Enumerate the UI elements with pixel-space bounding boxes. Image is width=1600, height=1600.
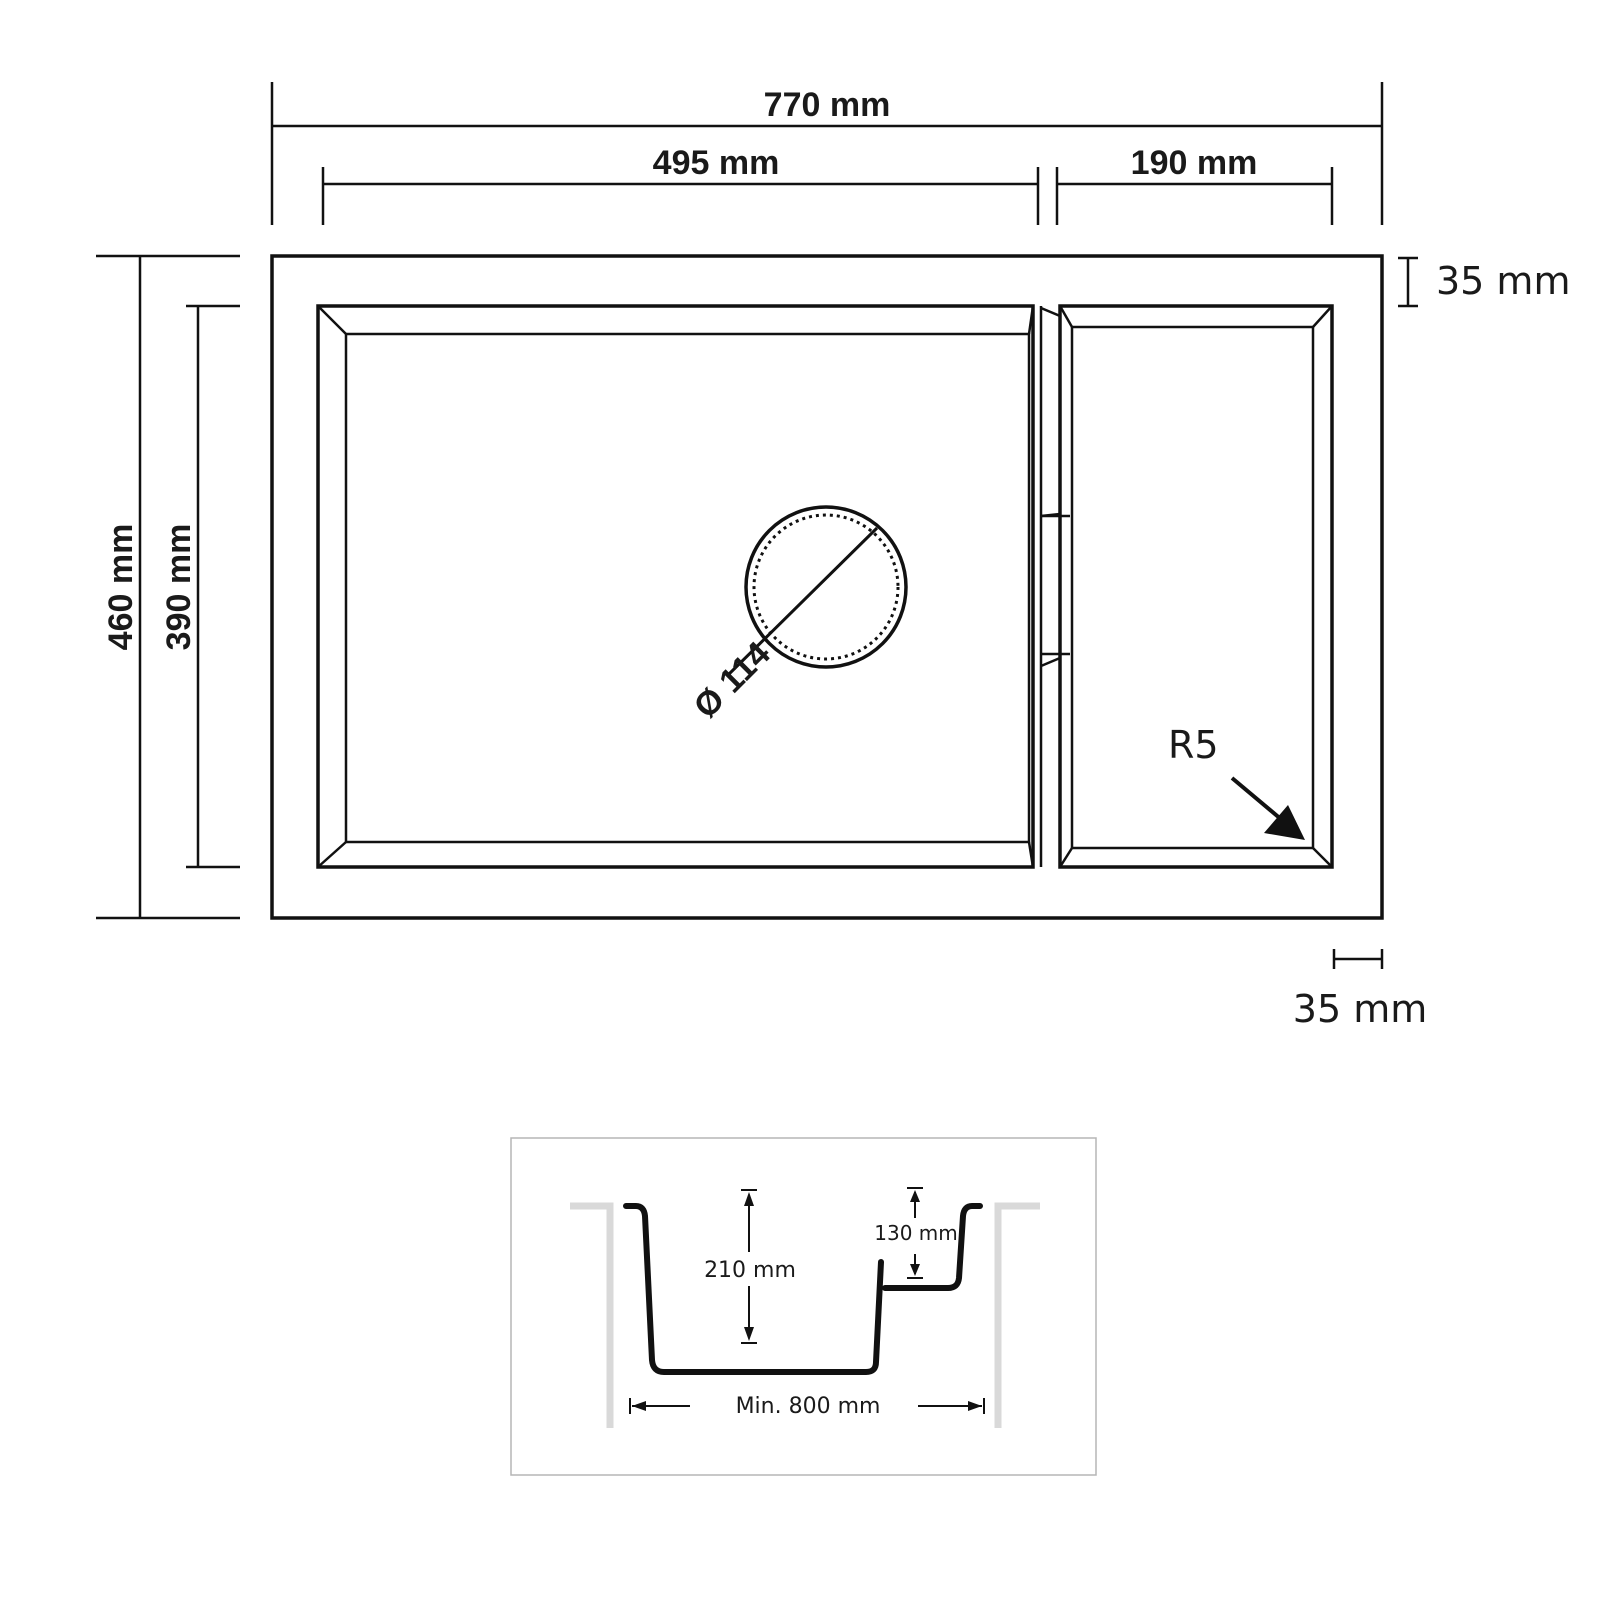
dimension-main-bowl-width: 495 mm: [321, 144, 1040, 225]
dimension-overall-depth: 460 mm: [96, 254, 240, 920]
corner-radius-annotation: R5: [1168, 723, 1305, 840]
drain: Ø 114: [687, 505, 908, 726]
dimension-rim-top: 35 mm: [1398, 256, 1570, 308]
sink-profile: [623, 1203, 884, 1375]
small-bowl-width-label: 190 mm: [1131, 144, 1258, 182]
dimension-main-depth: 210 mm: [704, 1189, 796, 1344]
drain-inner-circle: [752, 513, 900, 661]
rim-side-label: 35 mm: [1293, 987, 1427, 1031]
cross-section-panel: 210 mm 130 mm Min. 800 mm: [510, 1137, 1097, 1476]
small-depth-label: 130 mm: [874, 1221, 958, 1245]
cabinet-walls: [570, 1202, 1040, 1428]
dimension-cabinet-width: Min. 800 mm: [629, 1394, 985, 1419]
main-bowl-width-label: 495 mm: [653, 144, 780, 182]
cabinet-width-label: Min. 800 mm: [736, 1394, 881, 1419]
rim-top-label: 35 mm: [1436, 259, 1570, 303]
main-depth-label: 210 mm: [704, 1258, 796, 1283]
dimension-small-depth: 130 mm: [874, 1187, 958, 1279]
arrow-icon: [1264, 805, 1305, 840]
drain-diameter-label: Ø 114: [687, 635, 778, 726]
dimension-overall-width: 770 mm: [270, 82, 1384, 225]
bowl-depth-label: 390 mm: [160, 524, 198, 651]
overall-depth-label: 460 mm: [102, 524, 140, 651]
sink-outer-rim: [270, 254, 1384, 920]
dimension-bowl-depth: 390 mm: [160, 304, 240, 869]
bowl-divider: [1039, 306, 1070, 867]
main-bowl: [316, 304, 1035, 869]
small-bowl-profile: [882, 1203, 983, 1291]
drain-outer-circle: [744, 505, 908, 669]
sink-top-view: Ø 114 R5: [270, 254, 1384, 920]
dimension-rim-side: 35 mm: [1293, 949, 1427, 1031]
corner-radius-label: R5: [1168, 723, 1219, 767]
dimension-small-bowl-width: 190 mm: [1055, 144, 1334, 225]
cross-section-frame: [510, 1137, 1097, 1476]
overall-width-label: 770 mm: [764, 86, 891, 124]
small-bowl: [1058, 304, 1334, 869]
